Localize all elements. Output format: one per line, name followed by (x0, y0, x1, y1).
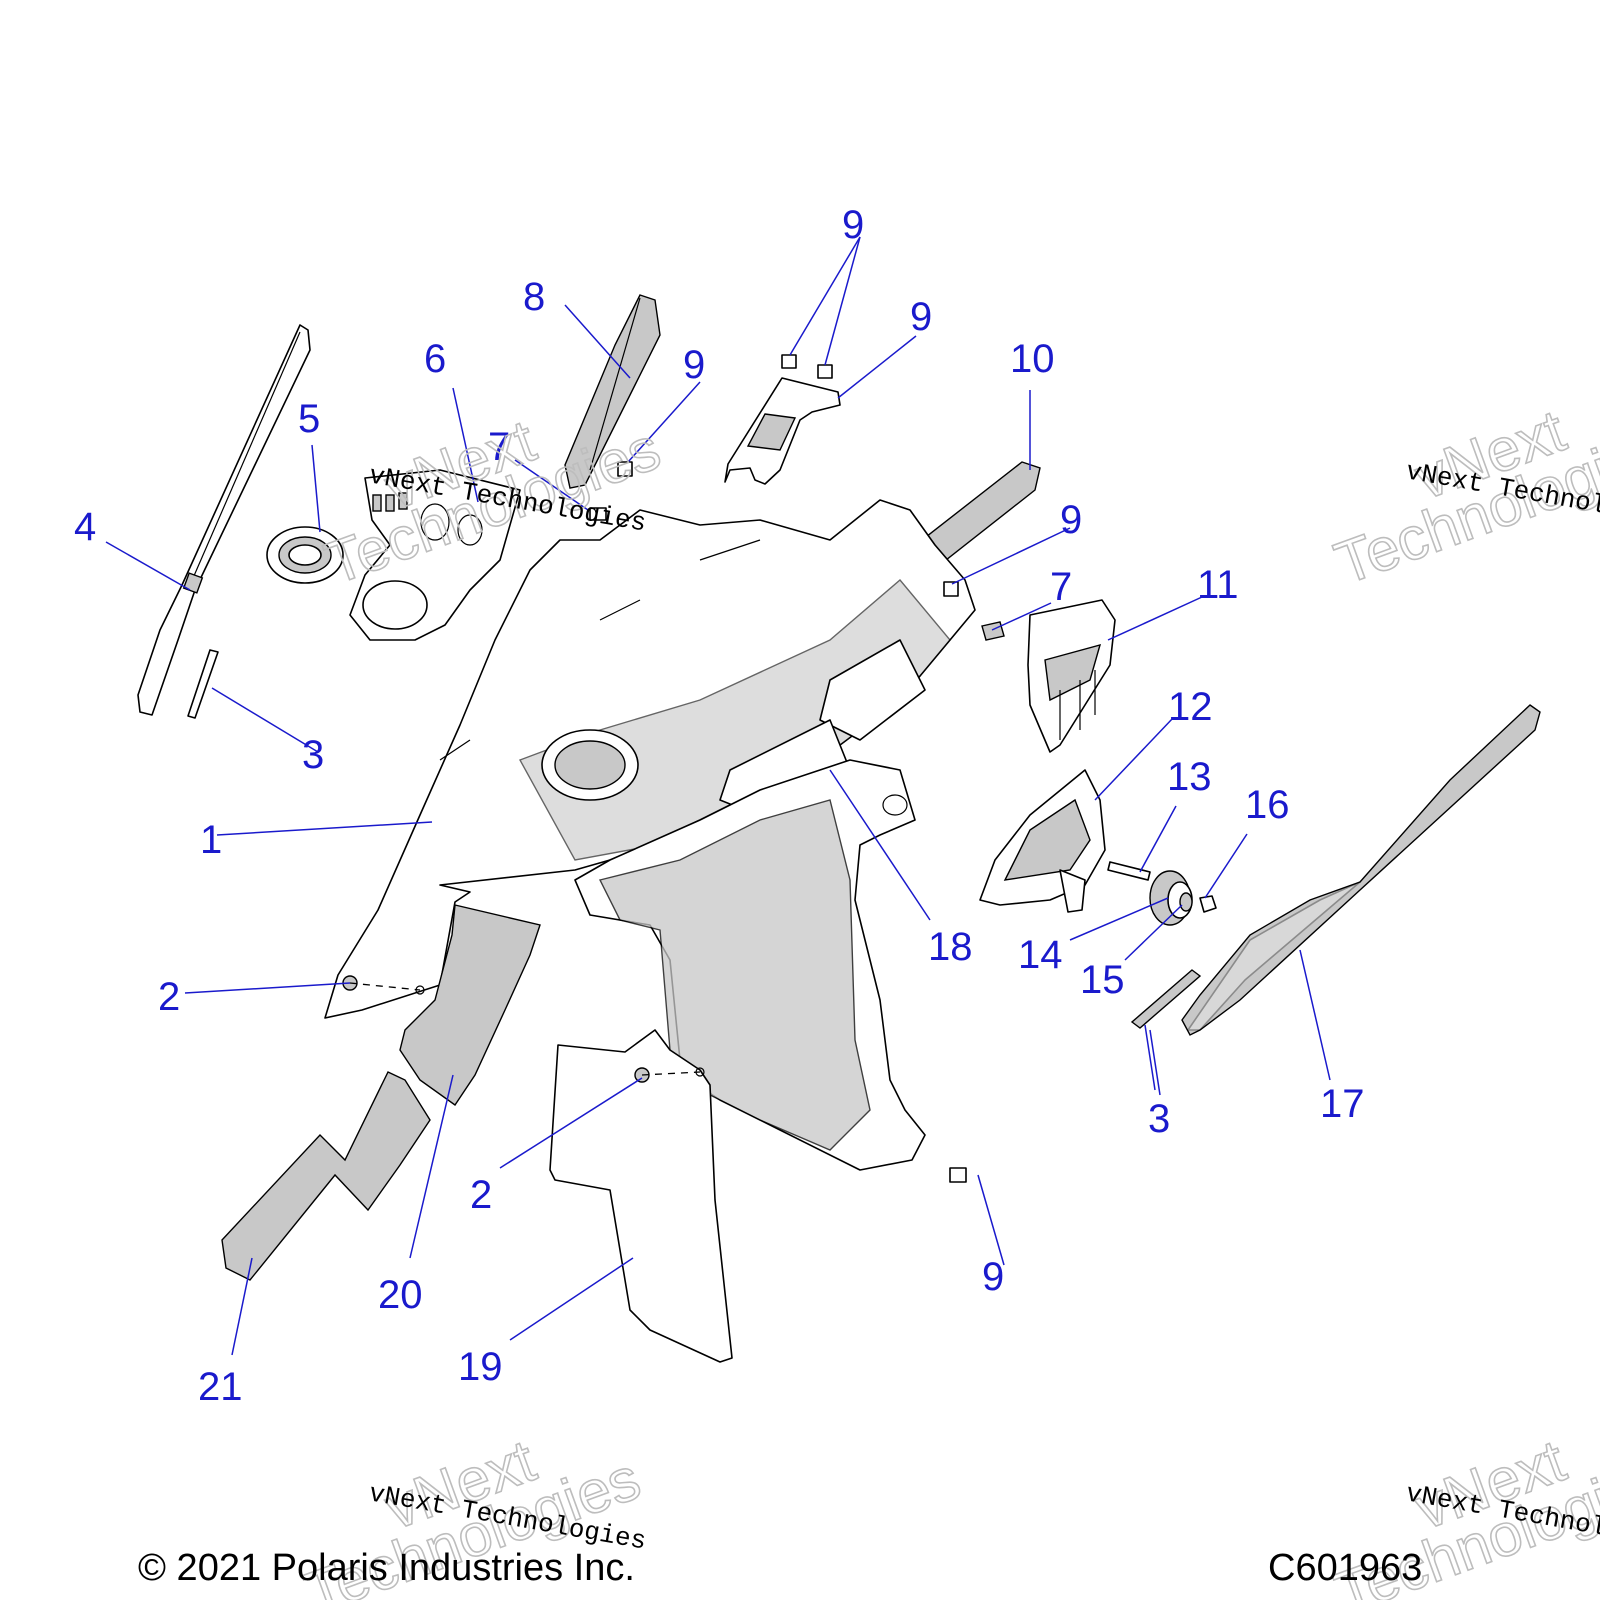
part-15-16-knob (1149, 870, 1193, 926)
callout-9: 9 (982, 1255, 1004, 1299)
part-lower-body (574, 759, 926, 1171)
callout-14: 13 (1167, 755, 1212, 799)
callout-16: 15 (1080, 958, 1125, 1002)
callout-5: 5 (298, 397, 320, 441)
callout-10: 9 (910, 295, 932, 339)
callout-9: 9 (1060, 498, 1082, 542)
callout-3: 3 (302, 733, 324, 777)
part-4-trim-strip (137, 324, 311, 716)
callout-4: 4 (74, 505, 96, 549)
part-21-side-strip (399, 904, 541, 1106)
callout-8: 8 (523, 275, 545, 319)
callout-13: 12 (1168, 685, 1213, 729)
fasteners (342, 354, 1005, 1183)
part-6-bezel (349, 469, 521, 641)
part-3-rod-right (1130, 969, 1202, 1029)
part-10-bracket (724, 377, 841, 485)
callout-7: 7 (488, 425, 510, 469)
callout-15: 14 (1018, 933, 1063, 977)
part-3-rod-left (187, 649, 219, 719)
callout-9: 9 (842, 203, 864, 247)
callout-18: 17 (1320, 1082, 1365, 1126)
leader-lines (105, 236, 1331, 1356)
callout-11: 10 (1010, 337, 1055, 381)
drawing-number: C601963 (1268, 1547, 1422, 1589)
part-1-dash-body (324, 499, 976, 1019)
part-8-top-strip (564, 294, 661, 489)
callout-2: 2 (158, 975, 180, 1019)
callout-21: 20 (378, 1273, 423, 1317)
part-22-lower-strip (221, 1071, 431, 1281)
copyright-text: © 2021 Polaris Industries Inc. (138, 1547, 635, 1589)
callout-1: 1 (200, 818, 222, 862)
callout-20: 19 (458, 1345, 503, 1389)
callout-17: 16 (1245, 783, 1290, 827)
part-20-panel (549, 1029, 733, 1363)
part-14-bolt (1107, 861, 1151, 881)
callout-9: 9 (683, 343, 705, 387)
callout-22: 21 (198, 1365, 243, 1409)
callout-2: 2 (470, 1173, 492, 1217)
part-18-long-panel (1181, 704, 1541, 1036)
part-17-nut (1199, 895, 1217, 913)
part-5-ring (266, 526, 344, 584)
callout-19: 18 (928, 925, 973, 969)
callout-12: 11 (1197, 563, 1239, 607)
part-13-pocket (979, 769, 1106, 913)
callout-6: 6 (424, 337, 446, 381)
part-12-vent (1027, 599, 1116, 753)
callout-3: 3 (1148, 1097, 1170, 1141)
callout-labels: 1 2 2 3 3 4 5 6 7 7 8 9 9 9 9 9 10 11 12… (74, 203, 1365, 1409)
callout-7: 7 (1050, 565, 1072, 609)
